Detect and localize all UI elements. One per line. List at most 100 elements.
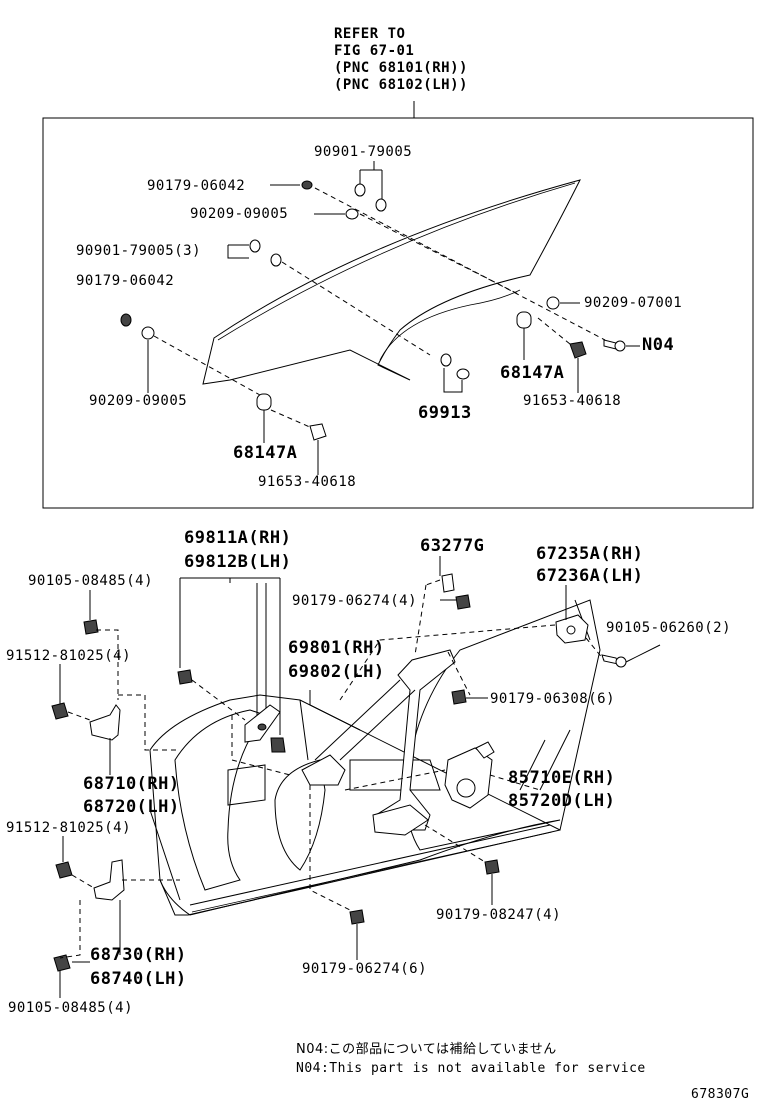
glass-upper-edge (217, 182, 576, 341)
run-channel (256, 583, 267, 720)
clip-90901-a1 (354, 183, 366, 197)
dash-b-5 (231, 715, 291, 776)
leader-69913 (443, 368, 463, 393)
bushing-68147a-a (516, 311, 532, 329)
dash-b-14 (71, 874, 95, 889)
clip-90901-a2 (375, 198, 387, 212)
label-90901-79005-b: 90901-79005(3) (76, 243, 202, 259)
hinge-upper (89, 704, 121, 741)
nut-90179-06274-b (349, 909, 365, 925)
label-n04: N04 (642, 335, 675, 355)
dash-top-2 (359, 213, 521, 296)
leader-85710 (519, 729, 571, 791)
label-69801: 69801(RH) (288, 638, 385, 658)
dash-top-4 (153, 335, 261, 396)
regulator-cable-2 (339, 689, 416, 761)
door-lock-detail (566, 625, 576, 635)
bolt-91512-a (51, 702, 69, 720)
label-67236a: 67236A(LH) (536, 566, 644, 586)
label-69812b: 69812B(LH) (184, 552, 292, 572)
label-67235a: 67235A(RH) (536, 544, 644, 564)
dash-b-6 (414, 584, 427, 656)
door-hole-1 (227, 764, 266, 806)
dash-top-3 (281, 261, 431, 356)
washer-90209-09005-a (345, 208, 359, 220)
nut-91653-a (569, 341, 587, 359)
bolt-90179-06274-a (455, 594, 471, 610)
dash-b-17 (339, 624, 556, 701)
regulator-lower-bracket (372, 804, 429, 836)
label-90179-06308: 90179-06308(6) (490, 691, 616, 707)
leader-90105-06260 (625, 644, 661, 663)
label-69802: 69802(LH) (288, 662, 385, 682)
note-jp: N04:この部品については補給していません (296, 1042, 557, 1057)
door-outer-edge (159, 829, 561, 916)
label-90901-79005-a: 90901-79005 (314, 144, 413, 160)
leader-90901-79005-b (227, 244, 249, 259)
label-69811a: 69811A(RH) (184, 528, 292, 548)
leader-90901-79005-a (359, 161, 383, 199)
label-90105-06260: 90105-06260(2) (606, 620, 732, 636)
regulator-rail (375, 649, 456, 831)
dash-b-8 (447, 651, 471, 696)
door-glass (202, 179, 581, 385)
label-91653-40618-a: 91653-40618 (523, 393, 622, 409)
dash-b-1 (96, 629, 119, 700)
dash-b-4 (191, 679, 246, 721)
bushing-68147a-b (256, 393, 272, 411)
refer-line-2: FIG 67-01 (334, 43, 415, 59)
dash-b-2 (67, 711, 91, 721)
refer-line-1: REFER TO (334, 26, 406, 42)
label-90105-08485-b: 90105-08485(4) (8, 1000, 134, 1016)
bolt-90105-08485-b (53, 954, 71, 972)
label-63277g: 63277G (420, 536, 485, 556)
dash-top-1 (314, 187, 606, 341)
washer-90209-07001 (546, 296, 560, 310)
label-69913: 69913 (418, 403, 472, 423)
label-90179-06274-b: 90179-06274(6) (302, 961, 428, 977)
bolt-90105-08485-a (83, 619, 99, 635)
nut-90179-08247 (484, 859, 500, 875)
hinge-lower (93, 859, 125, 901)
figure-code: 678307G (691, 1087, 750, 1102)
label-90209-09005-b: 90209-09005 (89, 393, 188, 409)
label-90105-08485-a: 90105-08485(4) (28, 573, 154, 589)
label-90179-06042-a: 90179-06042 (147, 178, 246, 194)
clip-69913-a (440, 353, 452, 367)
bolt-n04-head (614, 340, 626, 352)
label-90179-08247: 90179-08247(4) (436, 907, 562, 923)
label-68730: 68730(RH) (90, 945, 187, 965)
dash-b-12 (309, 785, 351, 911)
label-90209-09005-a: 90209-09005 (190, 206, 289, 222)
clip-90179-06042-a (301, 180, 313, 190)
label-85720d: 85720D(LH) (508, 791, 616, 811)
nut-90179-06308 (451, 689, 467, 705)
label-91653-40618-b: 91653-40618 (258, 474, 357, 490)
washer-90209-09005-b (141, 326, 155, 340)
dash-b-10 (344, 769, 446, 791)
glass-frame (42, 117, 754, 509)
run-channel-bracket (244, 704, 281, 743)
regulator-arm (301, 754, 346, 786)
label-91512-81025-a: 91512-81025(4) (6, 648, 132, 664)
label-85710e: 85710E(RH) (508, 768, 616, 788)
door-bottom-rail (189, 824, 551, 906)
bolt-91512-b (55, 861, 73, 879)
leader-68720 (149, 809, 181, 901)
clip-63277g (441, 573, 455, 593)
dash-b-9 (585, 637, 605, 661)
glass-lower-edge (379, 289, 521, 361)
clip-90901-b1 (249, 239, 261, 253)
bolt-90105-06260-head (615, 656, 627, 668)
window-motor-gear (456, 778, 476, 798)
label-68147a-a: 68147A (500, 363, 565, 383)
window-motor-connector (475, 741, 495, 759)
label-91512-81025-b: 91512-81025(4) (6, 820, 132, 836)
dash-top-5 (270, 409, 313, 429)
leader-69811 (179, 577, 281, 735)
door-cutout-left (174, 709, 266, 891)
dash-b-15 (59, 900, 81, 959)
clip-90179-06042-b (120, 313, 132, 327)
label-90209-07001: 90209-07001 (584, 295, 683, 311)
